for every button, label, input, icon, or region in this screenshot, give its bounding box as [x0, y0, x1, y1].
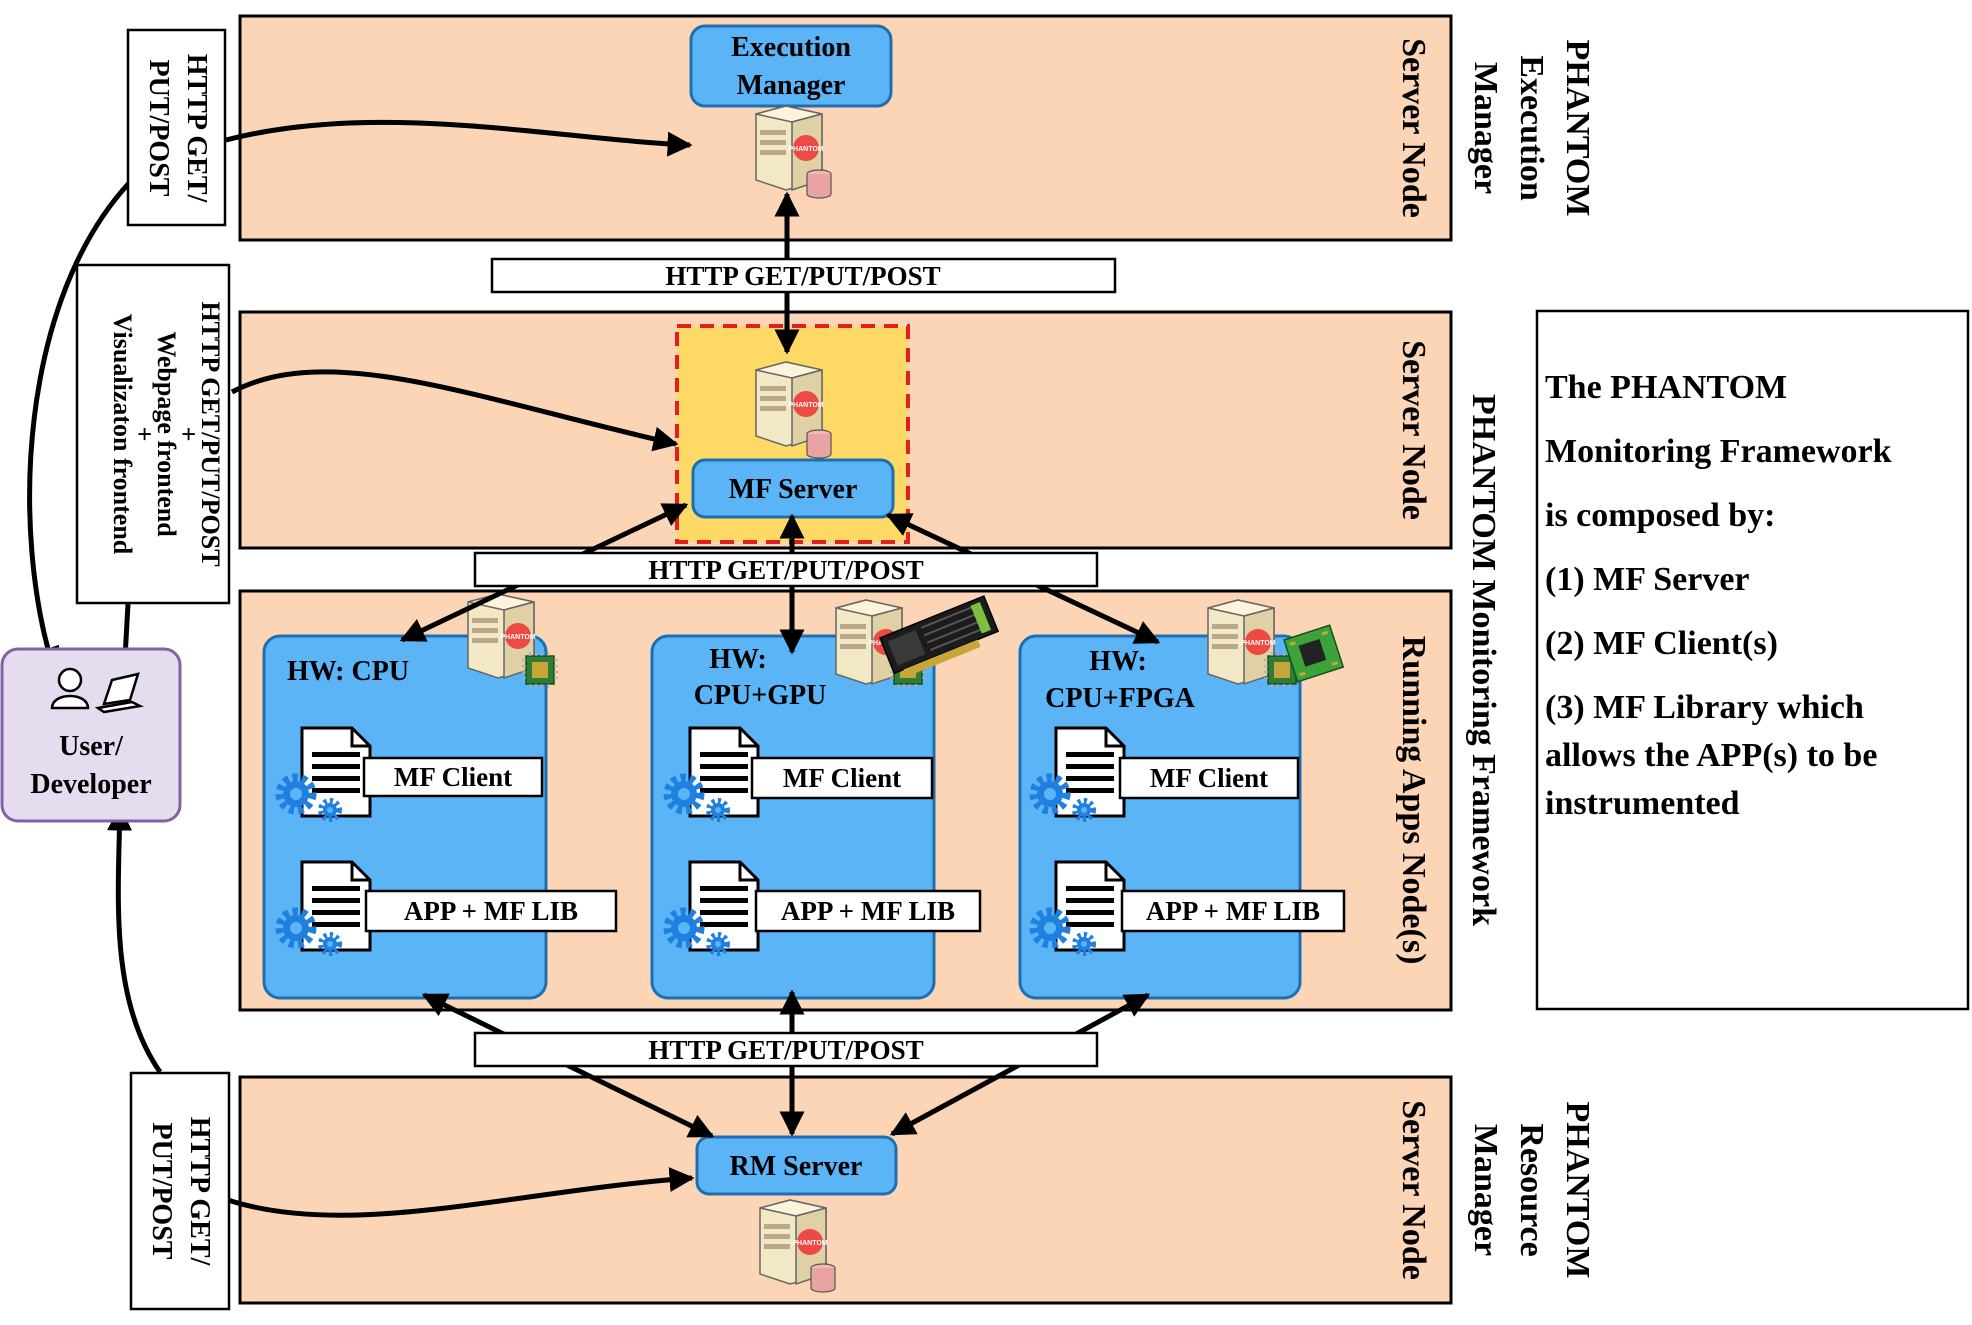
execution-manager-box	[689, 24, 893, 108]
info-line-3: is composed by:	[1545, 497, 1775, 534]
http-top-user-arrow	[27, 180, 132, 673]
http-side-top-box	[126, 28, 227, 227]
mf-framework-title: PHANTOM Monitoring Framework	[1465, 394, 1502, 926]
http-bar-mid-label: HTTP GET/PUT/POST	[648, 555, 923, 585]
http-side-bottom-line2: PUT/POST	[146, 1123, 177, 1260]
http-bar-top-label: HTTP GET/PUT/POST	[665, 261, 940, 291]
em-title-line2: Execution	[1513, 55, 1550, 201]
mf-server-label: MF Server	[729, 474, 858, 505]
node-fpga-client-label: MF Client	[1150, 763, 1268, 793]
node-cpu-lib-box	[364, 889, 618, 933]
http-side-mid-line4: +	[130, 427, 159, 442]
rm-title-line3: Manager	[1467, 1124, 1504, 1256]
mf-apps-node-label: Running Apps Node(s)	[1395, 636, 1432, 965]
info-line-7: allows the APP(s) to be	[1545, 737, 1877, 774]
user-label-2: Developer	[30, 769, 151, 800]
info-line-2: Monitoring Framework	[1545, 433, 1892, 470]
http-bar-bottom-label: HTTP GET/PUT/POST	[648, 1035, 923, 1065]
em-title-line3: Manager	[1467, 62, 1504, 194]
node-fpga-hw-line2: CPU+FPGA	[1045, 683, 1195, 714]
node-fpga-client-box	[1118, 756, 1300, 800]
rm-database-icon	[810, 1263, 836, 1293]
rm-server-label: RM Server	[730, 1151, 863, 1182]
http-bottom-rm-arrow	[227, 1167, 695, 1218]
execution-manager-label-2: Manager	[737, 70, 846, 101]
em-server-node-label: Server Node	[1395, 38, 1432, 218]
execution-manager-label-1: Execution	[731, 32, 851, 63]
http-side-top-line1: HTTP GET/	[181, 54, 212, 204]
info-line-4: (1) MF Server	[1545, 561, 1750, 598]
node-fpga: HW: CPU+FPGA MF Client APP + MF LIB	[1018, 599, 1346, 1000]
laptop-icon	[94, 672, 144, 714]
user-label-1: User/	[59, 731, 124, 762]
node-gpu-lib-box	[754, 889, 982, 933]
http-top-em-arrow	[225, 119, 693, 157]
node-cpu-client-box	[362, 756, 544, 798]
http-side-mid-line3: Webpage frontend	[152, 331, 181, 537]
http-side-mid-line5: Visualizaton frontend	[108, 314, 137, 555]
info-box	[1535, 309, 1970, 1011]
http-side-bottom-line1: HTTP GET/	[184, 1117, 215, 1267]
http-side-bottom-box	[129, 1071, 231, 1311]
node-gpu-hw-line2: CPU+GPU	[694, 680, 827, 711]
user-box	[0, 647, 182, 823]
node-cpu-chip-icon	[521, 651, 559, 689]
http-bar-bottom	[473, 1031, 1099, 1068]
em-database-icon	[806, 169, 832, 199]
person-icon	[50, 667, 90, 710]
http-mid-mf-arrow	[230, 369, 679, 452]
rm-server-box	[695, 1135, 898, 1196]
info-line-6: (3) MF Library which	[1545, 689, 1864, 726]
node-fpga-hw-line1: HW:	[1089, 646, 1147, 677]
rm-title-line2: Resource	[1513, 1123, 1550, 1256]
node-gpu-hw-line1: HW:	[709, 644, 767, 675]
node-gpu-client-box	[750, 756, 934, 800]
info-line-8: instrumented	[1545, 785, 1740, 822]
node-cpu-hw-line1: HW: CPU	[287, 656, 409, 687]
http-bar-mid	[473, 551, 1099, 588]
info-line-1: The PHANTOM	[1545, 369, 1787, 406]
http-side-mid-line1: HTTP GET/PUT/POST	[196, 301, 225, 566]
info-line-5: (2) MF Client(s)	[1545, 625, 1778, 662]
node-gpu-client-label: MF Client	[783, 763, 901, 793]
node-cpu-lib-label: APP + MF LIB	[404, 896, 578, 926]
rm-server-node-label: Server Node	[1395, 1100, 1432, 1280]
fpga-board-icon	[1283, 624, 1345, 683]
mf-database-icon	[806, 429, 832, 459]
http-bar-top	[490, 257, 1117, 294]
rm-title-line1: PHANTOM	[1559, 1102, 1596, 1279]
http-bottom-user-arrow	[107, 805, 163, 1074]
node-fpga-lib-box	[1120, 889, 1346, 933]
http-side-top-line2: PUT/POST	[143, 60, 174, 197]
node-cpu: HW: CPU MF Client APP + MF LIB	[262, 593, 618, 1000]
node-cpu-client-label: MF Client	[394, 762, 512, 792]
http-side-mid-line2: +	[174, 427, 203, 442]
em-title-line1: PHANTOM	[1559, 40, 1596, 217]
mf-server-node-label: Server Node	[1395, 340, 1432, 520]
node-gpu-lib-label: APP + MF LIB	[781, 896, 955, 926]
node-fpga-lib-label: APP + MF LIB	[1146, 896, 1320, 926]
http-side-mid-box	[75, 263, 231, 605]
